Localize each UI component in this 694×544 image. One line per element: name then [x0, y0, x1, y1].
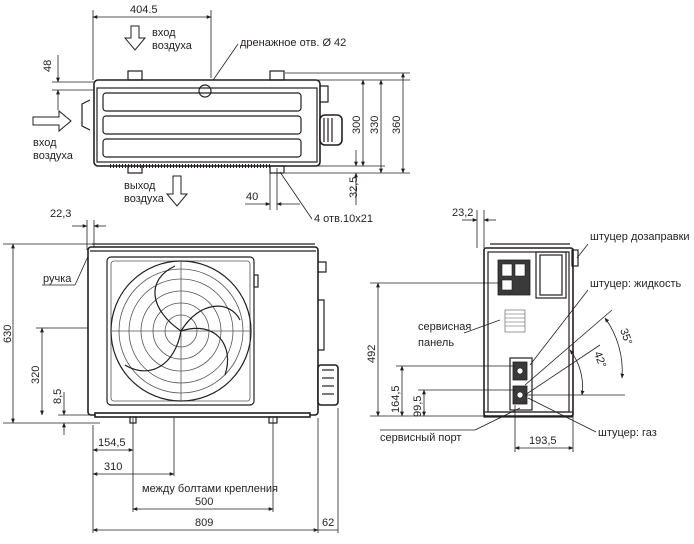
service-port-label: сервисный порт: [380, 432, 461, 444]
air-inlet-top-arrow-icon: [123, 25, 147, 51]
dim-40-label: 40: [246, 191, 258, 203]
dim-154-5-label: 154,5: [98, 437, 126, 449]
dim-360-label: 360: [391, 116, 403, 134]
dim-809-label: 809: [195, 517, 213, 529]
dim-8-5-label: 8,5: [52, 389, 64, 404]
front-view: 22,3 ручка 630 320 8,5: [2, 208, 339, 533]
charge-fitting-label: штуцер дозаправки: [590, 231, 690, 243]
dim-404-5-label: 404.5: [130, 4, 158, 16]
bolts-spacing-label: между болтами крепления: [142, 483, 278, 495]
dim-500-label: 500: [195, 496, 213, 508]
air-inlet-left-arrow-icon: [32, 109, 72, 133]
mounting-holes-label: 4 отв.10x21: [314, 213, 373, 225]
dim-320-label: 320: [30, 366, 42, 384]
dim-48-label: 48: [42, 60, 54, 72]
dim-300-label: 300: [351, 116, 363, 134]
dim-330-label: 330: [369, 116, 381, 134]
dim-492-label: 492: [366, 345, 378, 363]
dim-630-label: 630: [2, 325, 14, 343]
angle-42-label: 42°: [591, 350, 608, 370]
dim-99-5-label: 99,5: [412, 396, 424, 417]
air-outlet-arrow-icon: [165, 175, 189, 207]
dim-23-2-label: 23,2: [452, 207, 473, 219]
liquid-fitting-label: штуцер: жидкость: [590, 278, 682, 290]
dim-310-label: 310: [104, 461, 122, 473]
dim-32-5-label: 32,5: [348, 177, 360, 198]
gas-fitting-label: штуцер: газ: [598, 427, 657, 439]
dim-62-label: 62: [322, 517, 334, 529]
dim-164-5-label: 164,5: [390, 385, 402, 413]
angle-35-label: 35°: [617, 327, 634, 347]
dim-193-5-label: 193,5: [529, 435, 557, 447]
dim-22-3-label: 22,3: [50, 208, 71, 220]
handle-label: ручка: [43, 273, 72, 285]
side-view: 23,2 штуцер дозаправки штуцер: жидкость …: [366, 207, 690, 452]
drain-hole-label: дренажное отв. Ø 42: [240, 37, 346, 49]
